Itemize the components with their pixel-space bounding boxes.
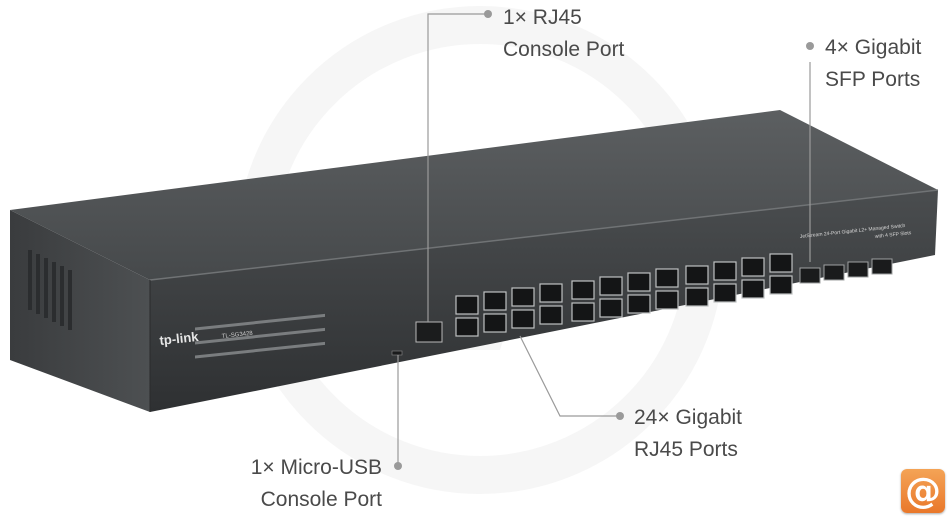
side-vents [28, 250, 72, 330]
callout-sfp-line1: 4× Gigabit [825, 36, 922, 59]
rj45-console-port [415, 321, 443, 343]
callout-micro-usb: 1× Micro-USB Console Port [246, 452, 382, 516]
callout-micro-usb-line1: 1× Micro-USB [250, 456, 382, 479]
rj45-port-group-2 [571, 268, 679, 322]
leader-gigabit-rj45 [519, 335, 620, 417]
brand-logo: tp-link [159, 329, 200, 348]
callout-gigabit-rj45: 24× Gigabit RJ45 Ports [634, 402, 742, 466]
badge-at-symbol: @ [905, 470, 941, 512]
callout-sfp-line2: SFP Ports [825, 68, 921, 91]
callout-gigabit-rj45-line2: RJ45 Ports [634, 438, 738, 461]
model-label: TL-SG3428 [222, 331, 254, 340]
switch-chassis [10, 110, 939, 412]
site-badge-icon: @ [901, 469, 945, 513]
led-panel [195, 313, 325, 359]
callout-rj45-console-line2: Console Port [503, 38, 625, 61]
callout-micro-usb-line2: Console Port [260, 488, 382, 511]
callout-leaders [394, 10, 814, 470]
micro-usb-port [391, 350, 403, 356]
leader-rj45-console [427, 13, 488, 322]
callout-rj45-console-line1: 1× RJ45 [503, 6, 582, 29]
description-line2: with 4 SFP Slots [875, 230, 913, 240]
rj45-port-group-1 [455, 283, 563, 337]
sfp-slots [799, 258, 893, 284]
front-panel: tp-link TL-SG3428 JetStream 24-Port Giga… [159, 223, 912, 359]
callout-sfp: 4× Gigabit SFP Ports [825, 32, 921, 96]
rj45-port-group-3 [685, 253, 793, 307]
callout-rj45-console: 1× RJ45 Console Port [503, 2, 624, 66]
chassis-top [10, 110, 938, 280]
callout-gigabit-rj45-line1: 24× Gigabit [634, 406, 742, 429]
